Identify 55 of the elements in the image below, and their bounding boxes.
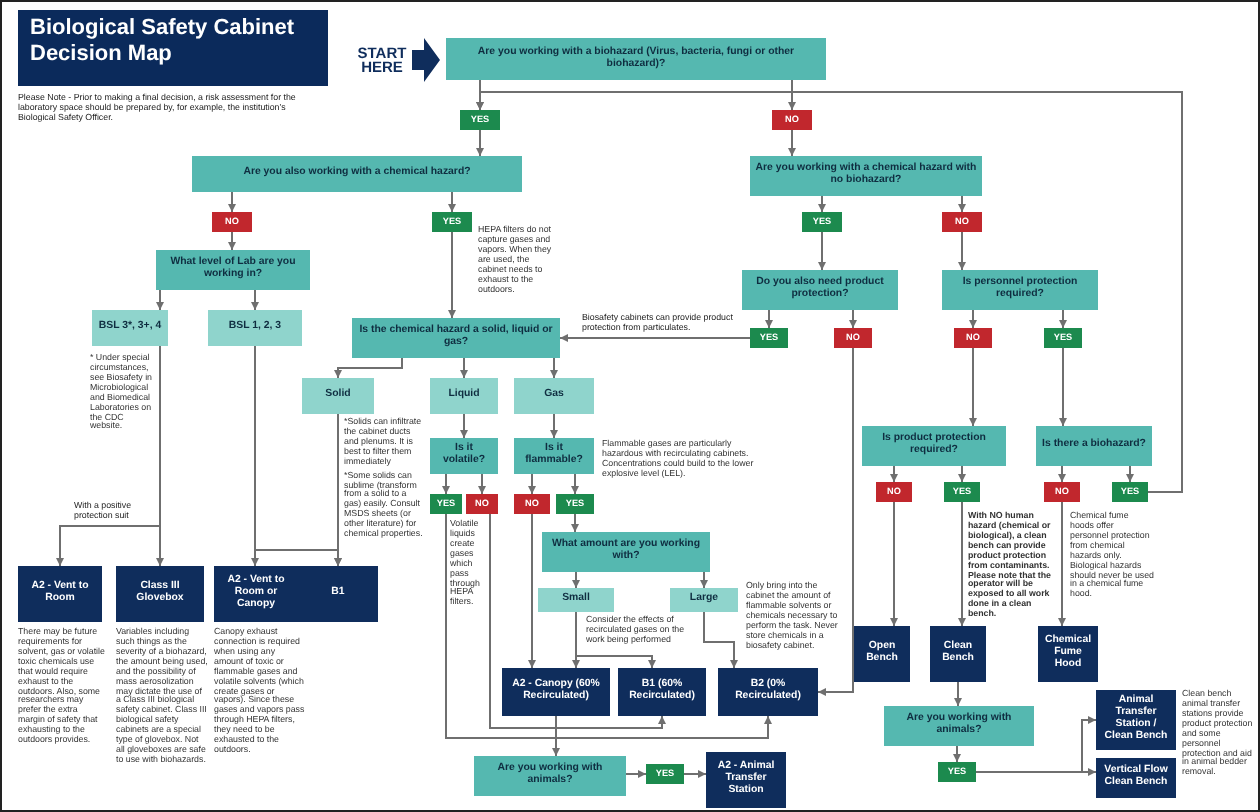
- connector-arrow: [528, 473, 536, 495]
- connector-arrow: [953, 745, 961, 763]
- connector-arrow: [552, 715, 560, 757]
- connector-arrow: [550, 413, 558, 439]
- connector-arrow: [958, 195, 966, 213]
- connector-arrow: [849, 309, 857, 329]
- connector-arrow: [228, 231, 236, 251]
- connector-arrow: [445, 513, 772, 739]
- connector-arrow: [251, 289, 259, 311]
- connector-arrow: [476, 91, 1183, 493]
- connector-arrow: [788, 79, 796, 111]
- connector-arrow: [703, 611, 738, 669]
- connector-arrow: [817, 347, 854, 696]
- connector-arrow: [559, 334, 751, 342]
- connector-arrow: [1126, 465, 1134, 483]
- connector-arrow: [1059, 347, 1067, 427]
- connector-arrow: [890, 465, 898, 483]
- connector-arrow: [958, 501, 966, 627]
- connector-arrow: [478, 473, 486, 495]
- connector-arrow: [334, 413, 342, 567]
- connector-arrow: [683, 770, 707, 778]
- connector-arrow: [818, 195, 826, 213]
- title-banner: Biological Safety Cabinet Decision Map: [18, 10, 328, 86]
- connector-arrow: [572, 571, 580, 589]
- connector-arrow: [228, 191, 236, 213]
- connector-arrow: [571, 473, 579, 495]
- connector-arrow: [575, 611, 656, 669]
- connector-arrow: [550, 357, 558, 379]
- connector-arrow: [969, 309, 977, 329]
- connector-arrow: [476, 129, 484, 157]
- connector-arrow: [334, 357, 403, 379]
- connector-arrow: [625, 770, 647, 778]
- connector-arrow: [958, 231, 966, 271]
- connector-arrow: [460, 413, 468, 439]
- connector-arrow: [890, 501, 898, 627]
- connector-arrow: [765, 309, 773, 329]
- connector-arrow: [448, 231, 456, 319]
- connector-arrow: [528, 513, 536, 669]
- connector-arrow: [700, 571, 708, 589]
- connector-arrow: [1059, 309, 1067, 329]
- connector-arrow: [460, 357, 468, 379]
- connector-arrow: [788, 129, 796, 157]
- connector-arrow: [1058, 465, 1066, 483]
- connector-arrow: [489, 513, 666, 729]
- connector-arrow: [954, 681, 962, 707]
- connector-arrow: [442, 473, 450, 495]
- connector-arrow: [156, 345, 164, 567]
- connector-arrow: [448, 191, 456, 213]
- connector-arrow: [958, 465, 966, 483]
- connector-arrow: [818, 231, 826, 271]
- connector-arrow: [571, 513, 579, 533]
- connector-arrow: [975, 768, 1097, 776]
- connector-arrow: [1058, 501, 1066, 627]
- connector-arrow: [969, 347, 977, 427]
- connector-arrow: [156, 289, 164, 311]
